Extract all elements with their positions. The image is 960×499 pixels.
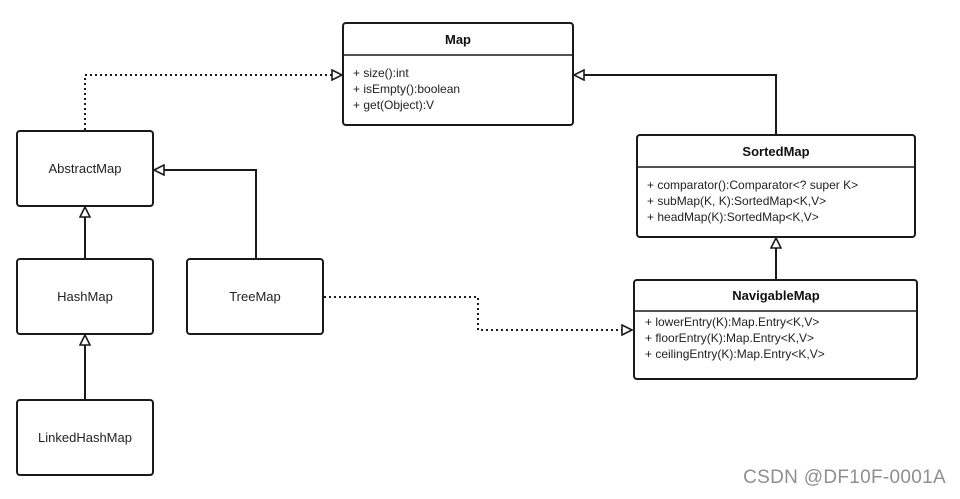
class-hashmap-name: HashMap — [57, 289, 113, 304]
class-hashmap[interactable]: HashMap — [16, 258, 154, 335]
edge-treemap-to-abstractmap — [154, 170, 257, 258]
edge-treemap-to-navigablemap — [324, 296, 632, 330]
class-navigablemap-member: + lowerEntry(K):Map.Entry<K,V> — [645, 315, 819, 329]
class-sortedmap-member: + subMap(K, K):SortedMap<K,V> — [647, 194, 826, 208]
class-sortedmap-member: + headMap(K):SortedMap<K,V> — [647, 210, 819, 224]
class-linkedhashmap[interactable]: LinkedHashMap — [16, 399, 154, 476]
class-sortedmap-name: SortedMap — [742, 144, 809, 159]
class-map-member: + size():int — [353, 66, 409, 80]
class-sortedmap-member: + comparator():Comparator<? super K> — [647, 178, 858, 192]
class-map[interactable]: Map + size():int + isEmpty():boolean + g… — [342, 22, 574, 126]
class-sortedmap[interactable]: SortedMap + comparator():Comparator<? su… — [636, 134, 916, 238]
class-map-member: + isEmpty():boolean — [353, 82, 460, 96]
class-treemap-name: TreeMap — [229, 289, 281, 304]
class-navigablemap-member: + floorEntry(K):Map.Entry<K,V> — [645, 331, 814, 345]
class-map-name: Map — [445, 32, 471, 47]
class-map-member: + get(Object):V — [353, 98, 434, 112]
class-abstractmap[interactable]: AbstractMap — [16, 130, 154, 207]
edge-sortedmap-to-map — [574, 75, 777, 135]
class-navigablemap[interactable]: NavigableMap + lowerEntry(K):Map.Entry<K… — [633, 279, 918, 380]
class-navigablemap-name: NavigableMap — [732, 288, 819, 303]
class-linkedhashmap-name: LinkedHashMap — [38, 430, 132, 445]
class-navigablemap-member: + ceilingEntry(K):Map.Entry<K,V> — [645, 347, 825, 361]
edges — [85, 75, 776, 400]
class-abstractmap-name: AbstractMap — [49, 161, 122, 176]
class-treemap[interactable]: TreeMap — [186, 258, 324, 335]
edge-abstractmap-to-map — [84, 75, 342, 130]
watermark: CSDN @DF10F-0001A — [743, 467, 946, 488]
